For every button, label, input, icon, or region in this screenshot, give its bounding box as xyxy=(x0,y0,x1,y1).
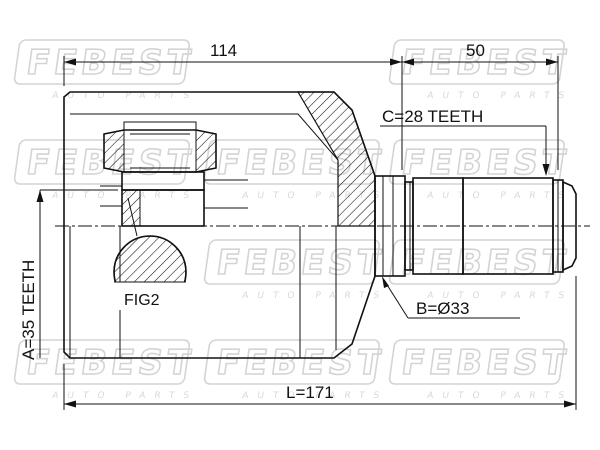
output-shaft xyxy=(374,175,577,277)
svg-text:FEBEST: FEBEST xyxy=(24,343,197,383)
dim-a-teeth: A=35 TEETH xyxy=(19,189,118,360)
dim-50-text: 50 xyxy=(466,41,485,60)
dim-114-text: 114 xyxy=(210,41,237,60)
dim-b-diameter: B=Ø33 xyxy=(382,276,520,319)
svg-text:FEBEST: FEBEST xyxy=(399,43,572,83)
dim-total-length: L=171 xyxy=(63,276,577,410)
dim-50: 50 xyxy=(402,41,559,170)
svg-text:AUTO PARTS: AUTO PARTS xyxy=(241,191,388,201)
watermark-2: FEBEST AUTO PARTS xyxy=(388,39,574,101)
watermark-7: FEBEST AUTO PARTS xyxy=(388,239,574,301)
watermark-6: FEBEST AUTO PARTS xyxy=(203,239,389,301)
watermark-1: FEBEST AUTO PARTS xyxy=(13,39,199,101)
svg-text:AUTO PARTS: AUTO PARTS xyxy=(241,391,388,401)
c-teeth-label: C=28 TEETH xyxy=(382,107,483,126)
dim-114: 114 xyxy=(63,41,403,170)
watermark-8: FEBEST AUTO PARTS xyxy=(13,339,199,401)
watermark-10: FEBEST AUTO PARTS xyxy=(388,339,574,401)
svg-text:AUTO PARTS: AUTO PARTS xyxy=(51,91,198,101)
svg-text:AUTO PARTS: AUTO PARTS xyxy=(426,391,573,401)
watermark-group: FEBEST AUTO PARTS FEBEST AUTO PARTS FEBE… xyxy=(13,39,574,401)
fig2-label: FIG2 xyxy=(124,292,160,309)
total-length-label: L=171 xyxy=(286,383,334,402)
a-teeth-label: A=35 TEETH xyxy=(19,260,38,360)
svg-text:AUTO PARTS: AUTO PARTS xyxy=(51,391,198,401)
svg-text:AUTO PARTS: AUTO PARTS xyxy=(426,191,573,201)
svg-text:AUTO PARTS: AUTO PARTS xyxy=(426,91,573,101)
svg-text:FEBEST: FEBEST xyxy=(399,143,572,183)
svg-text:FEBEST: FEBEST xyxy=(399,343,572,383)
svg-text:AUTO PARTS: AUTO PARTS xyxy=(241,291,388,301)
inner-roller-assembly xyxy=(100,121,248,227)
fig2-detail: FIG2 xyxy=(113,197,187,310)
dim-c-teeth: C=28 TEETH xyxy=(380,107,550,176)
watermark-5: FEBEST AUTO PARTS xyxy=(388,139,574,201)
svg-text:AUTO PARTS: AUTO PARTS xyxy=(426,291,573,301)
svg-text:FEBEST: FEBEST xyxy=(399,243,572,283)
svg-text:FEBEST: FEBEST xyxy=(24,43,197,83)
b-diameter-label: B=Ø33 xyxy=(416,299,469,318)
